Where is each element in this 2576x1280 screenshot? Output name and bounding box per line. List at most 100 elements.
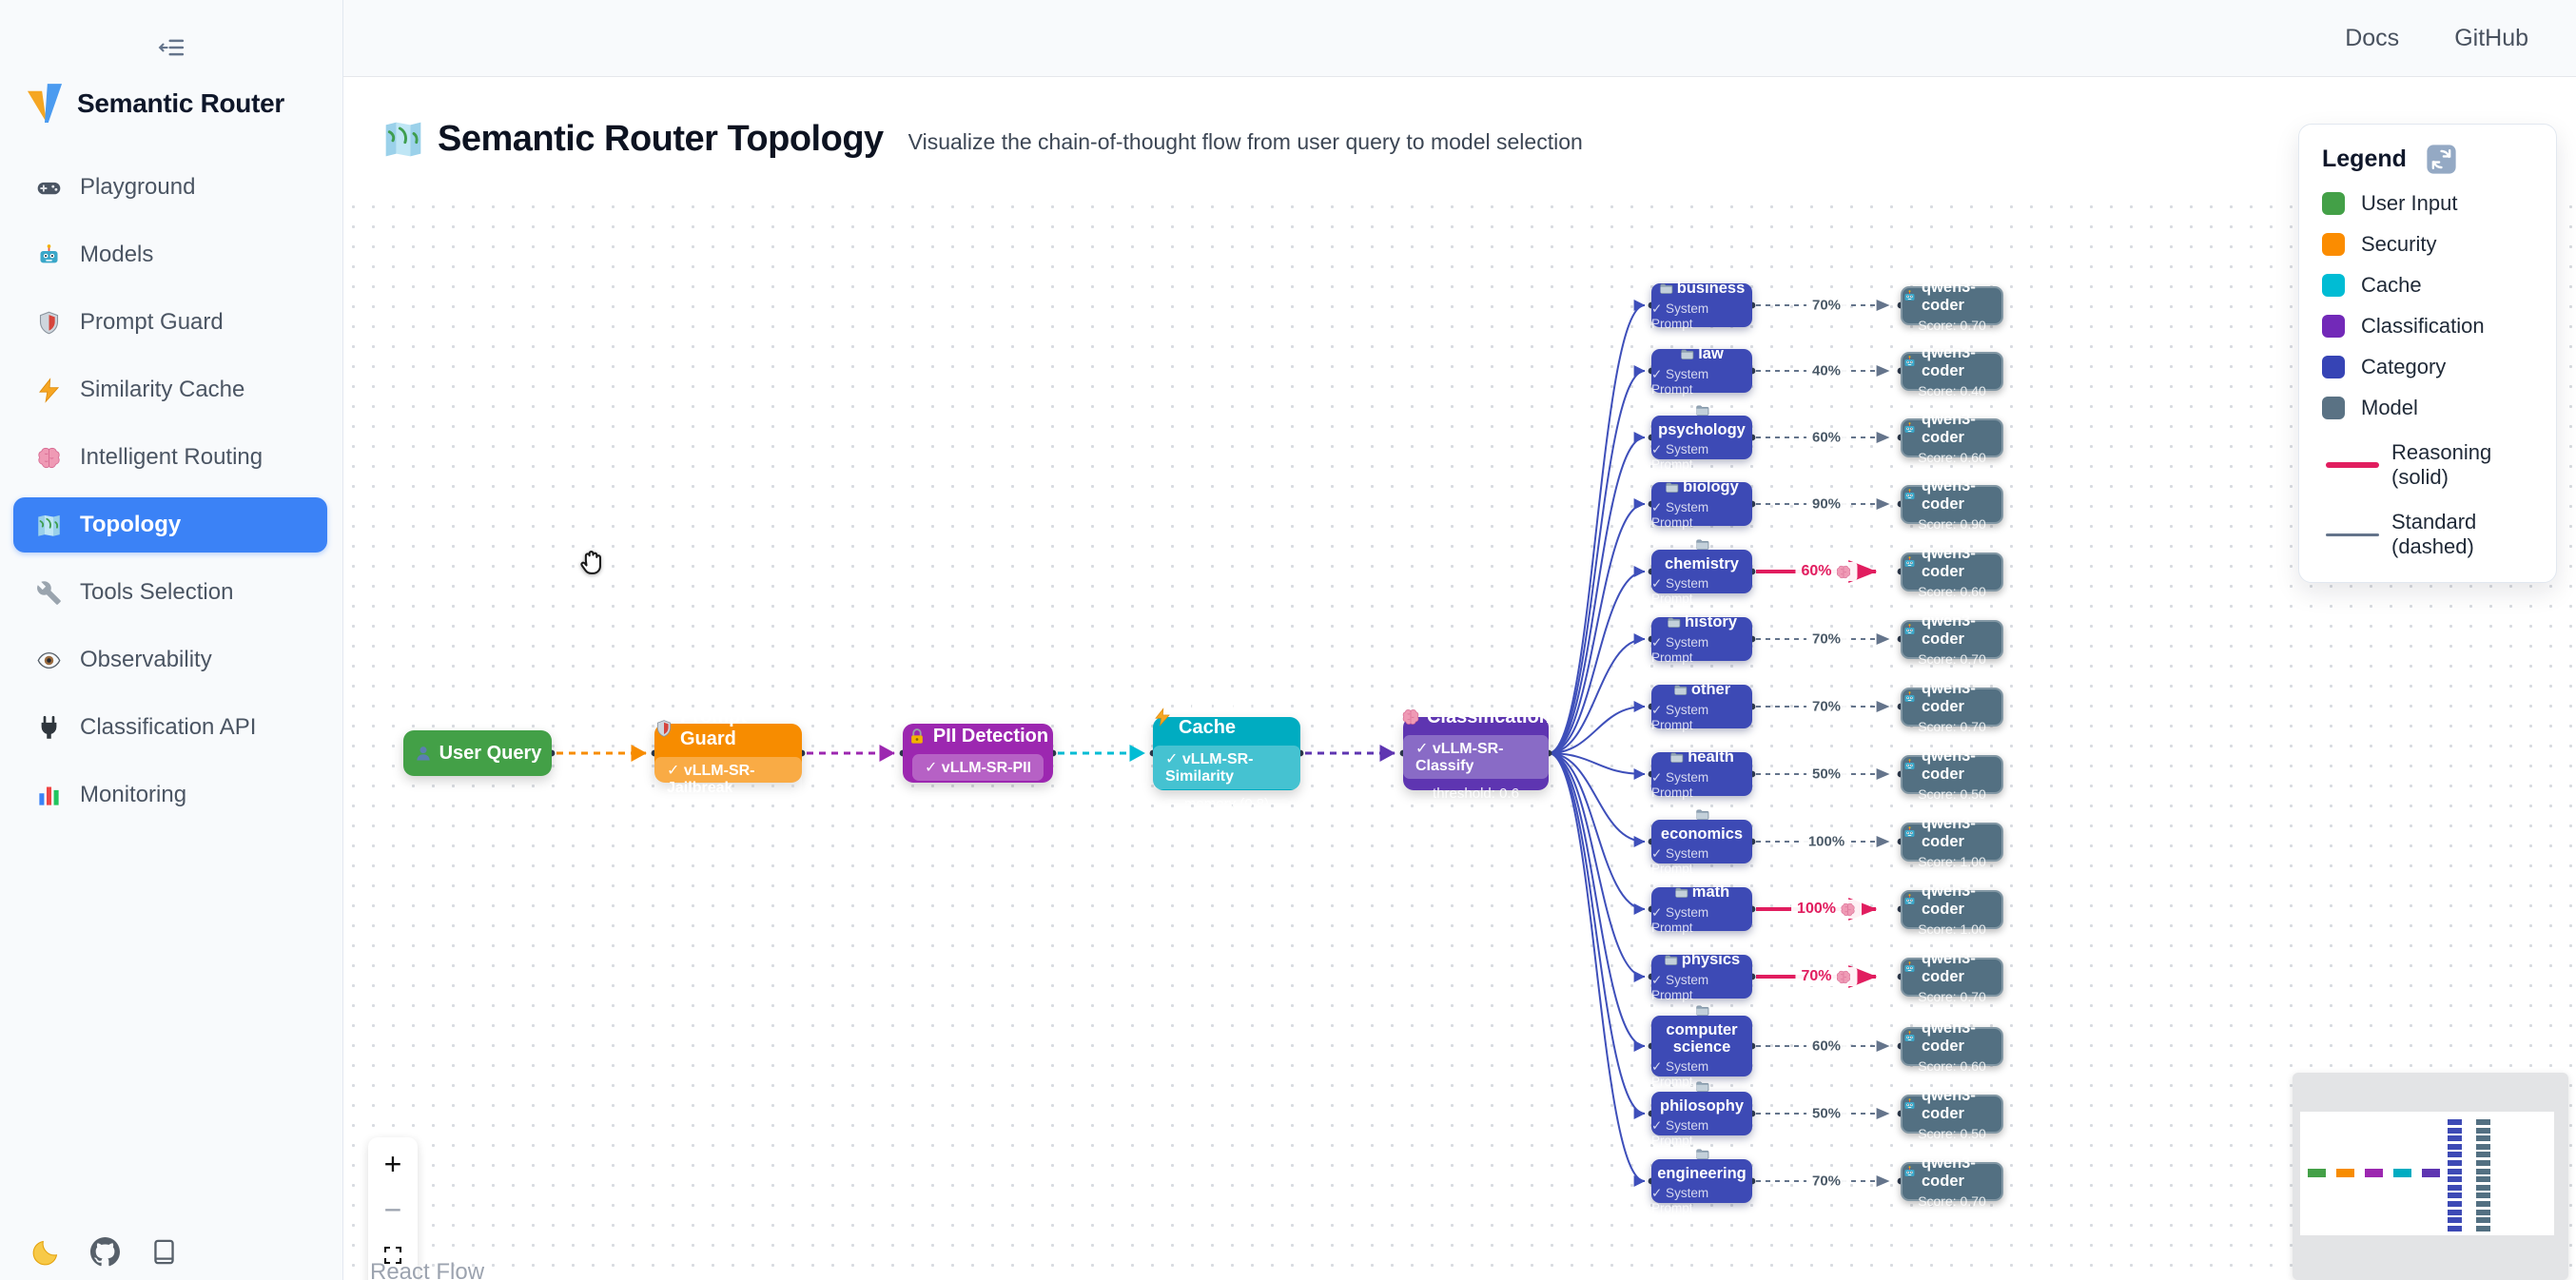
model-name: qwen3-coder (1922, 544, 1976, 580)
model-node-physics[interactable]: qwen3-coder Score: 0.70 (1901, 950, 2003, 1004)
node-model-badge: ✓ vLLM-SR-Jailbreak (654, 756, 802, 801)
node-title: Prompt Guard (680, 706, 747, 749)
model-node-psychology[interactable]: qwen3-coder Score: 0.60 (1901, 411, 2003, 465)
sidebar-item-label: Classification API (80, 714, 257, 740)
model-node-philosophy[interactable]: qwen3-coder Score: 0.50 (1901, 1087, 2003, 1141)
minimap-category-node (2448, 1225, 2462, 1232)
person-icon (414, 744, 433, 763)
model-score: Score: 1.00 (1918, 853, 1986, 869)
model-name: qwen3-coder (1922, 814, 1976, 850)
sidebar-item-classification-api[interactable]: Classification API (13, 700, 327, 755)
node-model-badge: ✓ vLLM-SR-Similarity (1153, 746, 1300, 789)
book-icon[interactable] (149, 1237, 179, 1267)
fit-view-button[interactable] (368, 1232, 418, 1278)
node-model-badge: ✓ vLLM-SR-PII (911, 754, 1044, 781)
category-label: law (1698, 345, 1724, 363)
model-node-computer-science[interactable]: qwen3-coder Score: 0.60 (1901, 1019, 2003, 1074)
category-node-engineering[interactable]: engineering ✓ System Prompt (1651, 1149, 1752, 1215)
category-node-law[interactable]: law ✓ System Prompt (1651, 345, 1752, 397)
moon-icon[interactable] (31, 1237, 61, 1267)
category-sub-label: ✓ System Prompt (1651, 366, 1709, 397)
sidebar-item-label: Models (80, 242, 154, 267)
sidebar-item-playground[interactable]: Playground (13, 160, 327, 215)
sidebar-item-prompt-guard[interactable]: Prompt Guard (13, 295, 327, 350)
sidebar-item-topology[interactable]: Topology (13, 497, 327, 553)
app-title: Semantic Router (77, 88, 284, 118)
category-node-philosophy[interactable]: philosophy ✓ System Prompt (1651, 1081, 1752, 1148)
category-node-health[interactable]: health ✓ System Prompt (1651, 748, 1752, 800)
sidebar-item-intelligent-routing[interactable]: Intelligent Routing (13, 430, 327, 485)
node-title: PII Detection (932, 726, 1049, 747)
refresh-icon[interactable] (2426, 144, 2457, 175)
sidebar-item-label: Playground (80, 174, 196, 200)
topbar-link-github[interactable]: GitHub (2454, 24, 2528, 51)
legend-line-sample (2326, 462, 2379, 468)
model-node-engineering[interactable]: qwen3-coder Score: 0.70 (1901, 1154, 2003, 1209)
sidebar-item-models[interactable]: Models (13, 227, 327, 282)
robot-icon (1903, 488, 1917, 502)
topbar-link-docs[interactable]: Docs (2345, 24, 2400, 51)
model-node-chemistry[interactable]: qwen3-coder Score: 0.60 (1901, 545, 2003, 599)
node-prompt-guard[interactable]: Prompt Guard ✓ vLLM-SR-Jailbreak (654, 707, 802, 801)
github-icon[interactable] (90, 1237, 120, 1267)
category-node-computer-science[interactable]: computer science ✓ System Prompt (1651, 1005, 1752, 1089)
category-node-math[interactable]: math ✓ System Prompt (1651, 883, 1752, 935)
map-icon (36, 513, 62, 538)
model-node-history[interactable]: qwen3-coder Score: 0.70 (1901, 612, 2003, 667)
category-label: physics (1681, 951, 1741, 969)
legend-color-chip (2322, 356, 2345, 378)
collapse-sidebar-button[interactable] (145, 29, 198, 67)
robot-icon (1903, 289, 1917, 303)
category-node-business[interactable]: business ✓ System Prompt (1651, 280, 1752, 331)
folder-icon (1695, 403, 1709, 417)
sidebar-item-observability[interactable]: Observability (13, 632, 327, 688)
model-node-health[interactable]: qwen3-coder Score: 0.50 (1901, 747, 2003, 802)
category-node-economics[interactable]: economics ✓ System Prompt (1651, 809, 1752, 876)
sidebar-item-similarity-cache[interactable]: Similarity Cache (13, 362, 327, 417)
map-icon (382, 118, 424, 160)
react-flow-attribution[interactable]: React Flow (370, 1259, 485, 1280)
model-node-economics[interactable]: qwen3-coder Score: 1.00 (1901, 815, 2003, 869)
minimap-model-node (2476, 1160, 2490, 1166)
category-sub-label: ✓ System Prompt (1651, 499, 1709, 530)
model-node-business[interactable]: qwen3-coder Score: 0.70 (1901, 279, 2003, 333)
folder-icon (1695, 1147, 1709, 1161)
category-label: chemistry (1665, 554, 1739, 572)
model-node-math[interactable]: qwen3-coder Score: 1.00 (1901, 882, 2003, 937)
node-model-badge: ✓ vLLM-SR-Classify (1403, 734, 1549, 779)
category-node-other[interactable]: other ✓ System Prompt (1651, 681, 1752, 732)
node-sub-label: memory (0.8) (1183, 796, 1270, 812)
model-name: qwen3-coder (1922, 949, 1976, 985)
gamepad-icon (36, 175, 62, 201)
category-node-physics[interactable]: physics ✓ System Prompt (1651, 951, 1752, 1002)
minimap-model-node (2476, 1143, 2490, 1150)
model-node-other[interactable]: qwen3-coder Score: 0.70 (1901, 680, 2003, 734)
model-node-biology[interactable]: qwen3-coder Score: 0.90 (1901, 477, 2003, 532)
category-node-chemistry[interactable]: chemistry ✓ System Prompt (1651, 539, 1752, 606)
category-node-psychology[interactable]: psychology ✓ System Prompt (1651, 405, 1752, 472)
minimap-category-node (2448, 1160, 2462, 1166)
sidebar-item-tools-selection[interactable]: Tools Selection (13, 565, 327, 620)
category-node-biology[interactable]: biology ✓ System Prompt (1651, 478, 1752, 530)
category-node-history[interactable]: history ✓ System Prompt (1651, 613, 1752, 665)
node-pii-detection[interactable]: PII Detection ✓ vLLM-SR-PII (903, 724, 1053, 783)
model-name: qwen3-coder (1922, 343, 1976, 379)
minimap-category-node (2448, 1168, 2462, 1174)
node-user-query[interactable]: User Query (403, 730, 552, 776)
eye-icon (36, 648, 62, 673)
model-name: qwen3-coder (1922, 611, 1976, 648)
category-sub-label: ✓ System Prompt (1651, 1118, 1709, 1149)
zoom-out-button[interactable]: − (383, 1192, 402, 1227)
zoom-in-button[interactable]: + (383, 1146, 402, 1181)
minimap-category-node (2448, 1143, 2462, 1150)
legend-item-cache: Cache (2322, 273, 2533, 298)
sidebar-item-monitoring[interactable]: Monitoring (13, 767, 327, 823)
category-sub-label: ✓ System Prompt (1651, 442, 1709, 473)
model-node-law[interactable]: qwen3-coder Score: 0.40 (1901, 344, 2003, 398)
model-name: qwen3-coder (1922, 476, 1976, 513)
minimap[interactable] (2293, 1073, 2568, 1280)
